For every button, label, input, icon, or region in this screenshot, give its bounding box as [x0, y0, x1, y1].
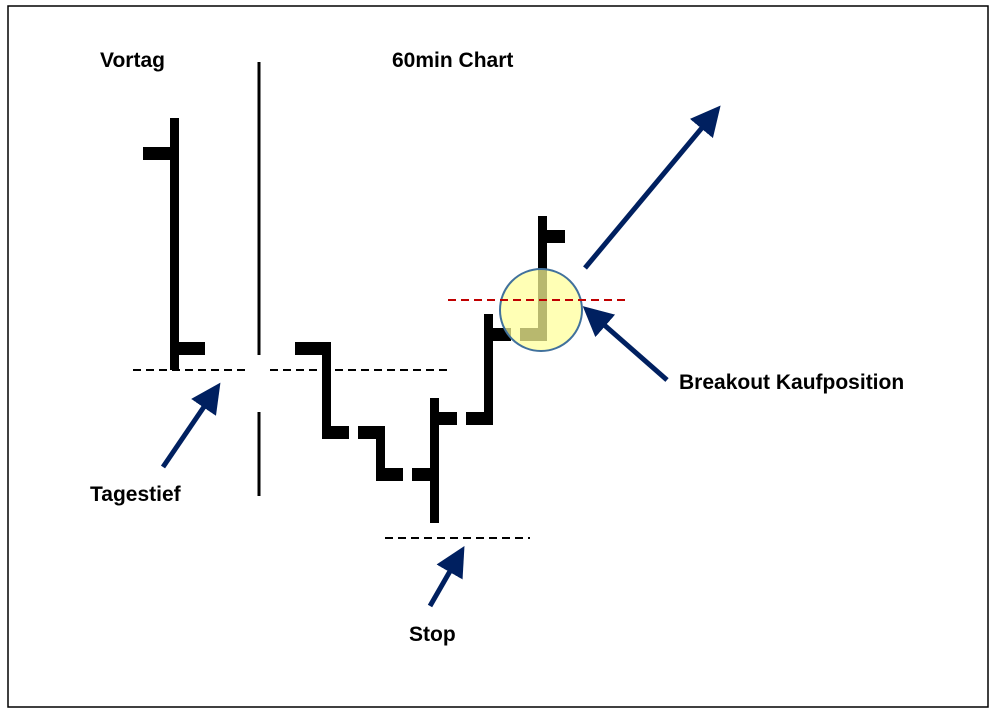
day-low-label: Tagestief [90, 483, 182, 506]
up-trend-arrow [583, 105, 721, 270]
hour-bar-2 [358, 426, 403, 481]
prev-day-label: Vortag [100, 49, 165, 72]
hour-bar-1 [295, 342, 349, 439]
day-low-arrow [160, 382, 221, 469]
breakout-highlight-circle [499, 268, 583, 352]
chart-title: 60min Chart [392, 49, 513, 72]
prev-day-bar [143, 118, 205, 370]
hour-bar-4 [466, 314, 511, 425]
stop-label: Stop [409, 623, 456, 646]
frame-border [7, 5, 989, 708]
stop-arrow [427, 545, 465, 608]
breakout-label: Breakout Kaufposition [679, 371, 904, 394]
breakout-arrow [582, 306, 669, 382]
hour-bar-3 [412, 398, 457, 523]
